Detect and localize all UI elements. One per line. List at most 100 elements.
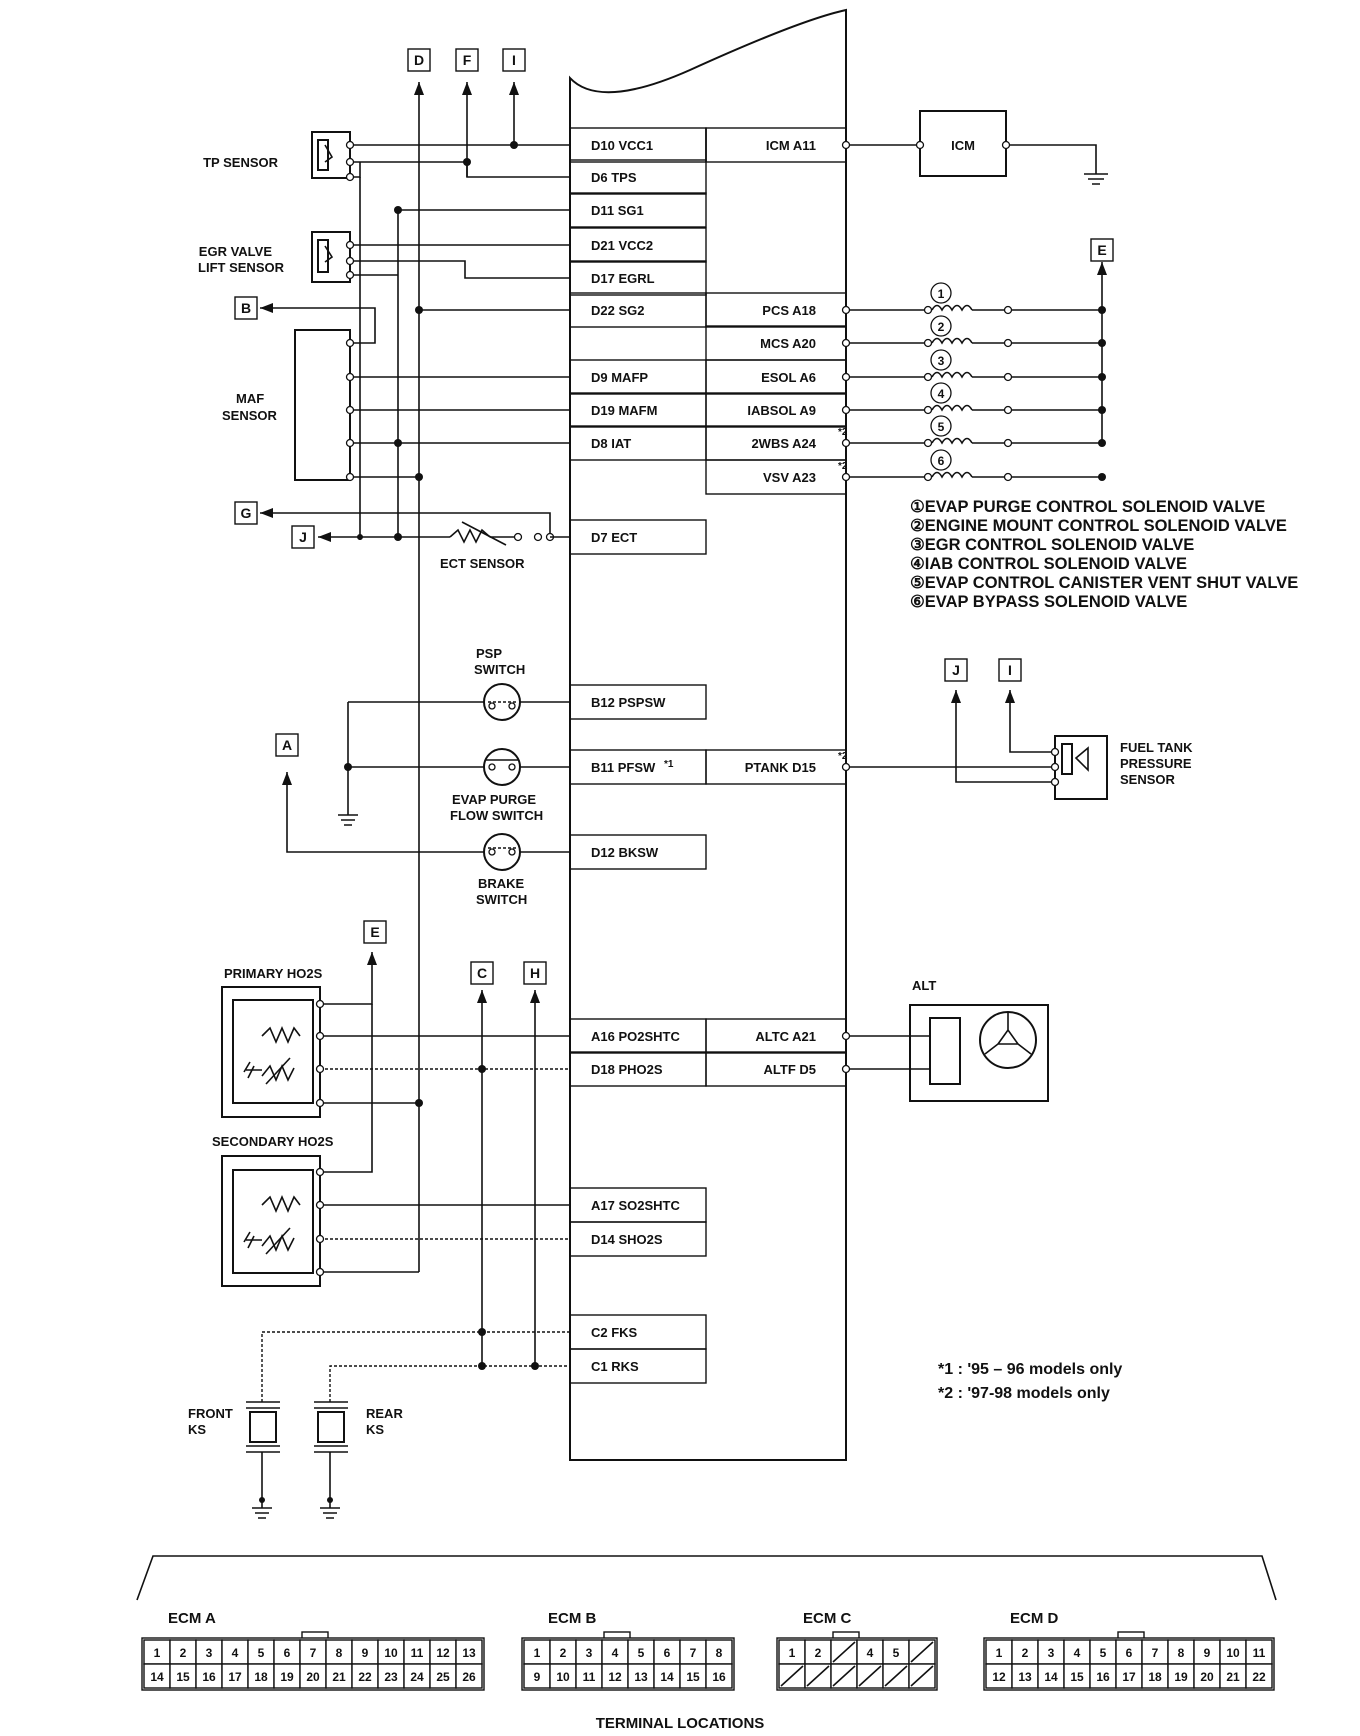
rear-ks-label-1: REAR bbox=[366, 1406, 403, 1421]
terminal-pin: 10 bbox=[556, 1670, 570, 1684]
terminal-pin: 17 bbox=[1122, 1670, 1136, 1684]
valve-coil-5 bbox=[931, 437, 973, 445]
fuel-label-3: SENSOR bbox=[1120, 772, 1176, 787]
terminal-pin: 3 bbox=[586, 1646, 593, 1660]
connector-ref-box-i_top bbox=[502, 48, 526, 72]
terminal-pin: 7 bbox=[310, 1646, 317, 1660]
terminal-pin: 20 bbox=[1200, 1670, 1214, 1684]
terminal-pin: 6 bbox=[284, 1646, 291, 1660]
terminal-pin: 7 bbox=[1152, 1646, 1159, 1660]
terminal-pin: 3 bbox=[1048, 1646, 1055, 1660]
brake-label-2: SWITCH bbox=[476, 892, 527, 907]
terminal-pin: 12 bbox=[608, 1670, 622, 1684]
icm-label: ICM bbox=[951, 138, 975, 153]
ecm-connector-title-3: ECM D bbox=[1010, 1610, 1059, 1627]
valve-number-circle-2 bbox=[930, 315, 952, 337]
terminal-pin: 19 bbox=[1174, 1670, 1188, 1684]
terminal-pin: 18 bbox=[254, 1670, 268, 1684]
ecm-connector-title-0: ECM A bbox=[168, 1610, 216, 1627]
connector-ref-a: A bbox=[282, 737, 292, 753]
wire-b bbox=[260, 307, 376, 344]
terminal-pin: 9 bbox=[534, 1670, 541, 1684]
ecm-pin-vcc2: D21 VCC2 bbox=[591, 238, 653, 253]
ecm-pin-pcs: PCS A18 bbox=[762, 303, 816, 318]
connector-ref-box-b bbox=[234, 296, 258, 320]
valve-number-circle-6 bbox=[930, 449, 952, 471]
terminal-pin: 12 bbox=[992, 1670, 1006, 1684]
ecm-pin-altf: ALTF D5 bbox=[764, 1062, 816, 1077]
legend: ①EVAP PURGE CONTROL SOLENOID VALVE ②ENGI… bbox=[910, 498, 1298, 611]
connector-ref-b: B bbox=[241, 300, 251, 316]
legend-item-2: ②ENGINE MOUNT CONTROL SOLENOID VALVE bbox=[910, 517, 1287, 535]
egr-lift-sensor bbox=[311, 231, 351, 283]
ground-1 bbox=[338, 814, 358, 826]
terminal-pin: 1 bbox=[534, 1646, 541, 1660]
wire-rks bbox=[329, 1365, 570, 1402]
brake-label-1: BRAKE bbox=[478, 876, 525, 891]
vsv-superscript: *2 bbox=[838, 461, 848, 472]
arrow-f bbox=[462, 82, 472, 95]
valve-coil-4 bbox=[931, 404, 973, 412]
wire-egrl bbox=[350, 260, 570, 279]
ecm-pin-iabsol: IABSOL A9 bbox=[747, 403, 816, 418]
valve-number-1: 1 bbox=[938, 287, 945, 301]
valve-number-circle-1 bbox=[930, 282, 952, 304]
ecm-pin-mafm: D19 MAFM bbox=[591, 403, 657, 418]
front-ks-label-2: KS bbox=[188, 1422, 206, 1437]
ecm-pin-sho2s: D14 SHO2S bbox=[591, 1232, 663, 1247]
connector-ref-box-g bbox=[234, 501, 258, 525]
wire-tps bbox=[350, 161, 570, 178]
alt-label: ALT bbox=[912, 978, 936, 993]
ect-sensor bbox=[449, 521, 555, 546]
fuel-label-1: FUEL TANK bbox=[1120, 740, 1193, 755]
connector-ref-j: J bbox=[299, 529, 307, 545]
terminal-pin: 3 bbox=[206, 1646, 213, 1660]
egr-label-1: EGR VALVE bbox=[199, 244, 273, 259]
connector-ref-c: C bbox=[477, 965, 487, 981]
maf-sensor bbox=[294, 329, 351, 481]
wire-e-primary bbox=[320, 952, 373, 1005]
maf-label-2: SENSOR bbox=[222, 408, 278, 423]
terminal-pin: 20 bbox=[306, 1670, 320, 1684]
connector-ref-box-a bbox=[275, 733, 299, 757]
psp-label-1: PSP bbox=[476, 646, 502, 661]
connector-ref-i_top: I bbox=[512, 52, 516, 68]
egr-label-2: LIFT SENSOR bbox=[198, 260, 285, 275]
valve-number-circle-4 bbox=[930, 382, 952, 404]
ecm-pin-ptank: PTANK D15 bbox=[745, 760, 816, 775]
ptank-superscript: *2 bbox=[838, 751, 848, 762]
terminal-pin: 21 bbox=[1226, 1670, 1240, 1684]
evap-purge-flow-switch bbox=[483, 748, 521, 786]
connector-ref-j_fuel: J bbox=[952, 662, 960, 678]
terminal-pin: 13 bbox=[1018, 1670, 1032, 1684]
terminal-pin: 12 bbox=[436, 1646, 450, 1660]
terminal-pin: 16 bbox=[1096, 1670, 1110, 1684]
terminal-pin: 14 bbox=[660, 1670, 674, 1684]
ecm-pin-pho2s: D18 PHO2S bbox=[591, 1062, 663, 1077]
evap-label-2: FLOW SWITCH bbox=[450, 808, 543, 823]
tp-sensor-label: TP SENSOR bbox=[203, 155, 279, 170]
pfsw-superscript: *1 bbox=[664, 759, 674, 770]
ecm-pin-pfsw: B11 PFSW bbox=[591, 760, 656, 775]
connector-ref-g: G bbox=[241, 505, 252, 521]
terminal-pin: 11 bbox=[1253, 1646, 1266, 1660]
rear-ks-label-2: KS bbox=[366, 1422, 384, 1437]
terminal-pin: 8 bbox=[716, 1646, 723, 1660]
ecm-pin-box-sho2s bbox=[569, 1221, 707, 1257]
valve-number-6: 6 bbox=[938, 454, 945, 468]
ground-icm bbox=[1084, 173, 1108, 185]
terminal-bracket bbox=[136, 1555, 1277, 1601]
terminal-pin: 5 bbox=[638, 1646, 645, 1660]
connector-ref-box-f_top bbox=[455, 48, 479, 72]
valve-coil-1 bbox=[931, 304, 973, 312]
terminal-pin: 13 bbox=[634, 1670, 648, 1684]
connector-ref-h: H bbox=[530, 965, 540, 981]
terminal-pin: 1 bbox=[789, 1646, 796, 1660]
valve-number-circle-5 bbox=[930, 415, 952, 437]
connector-ref-box-e_right bbox=[1090, 238, 1114, 262]
terminal-pin: 4 bbox=[867, 1646, 874, 1660]
terminal-pin: 13 bbox=[462, 1646, 476, 1660]
primary-ho2s-label: PRIMARY HO2S bbox=[224, 966, 323, 981]
